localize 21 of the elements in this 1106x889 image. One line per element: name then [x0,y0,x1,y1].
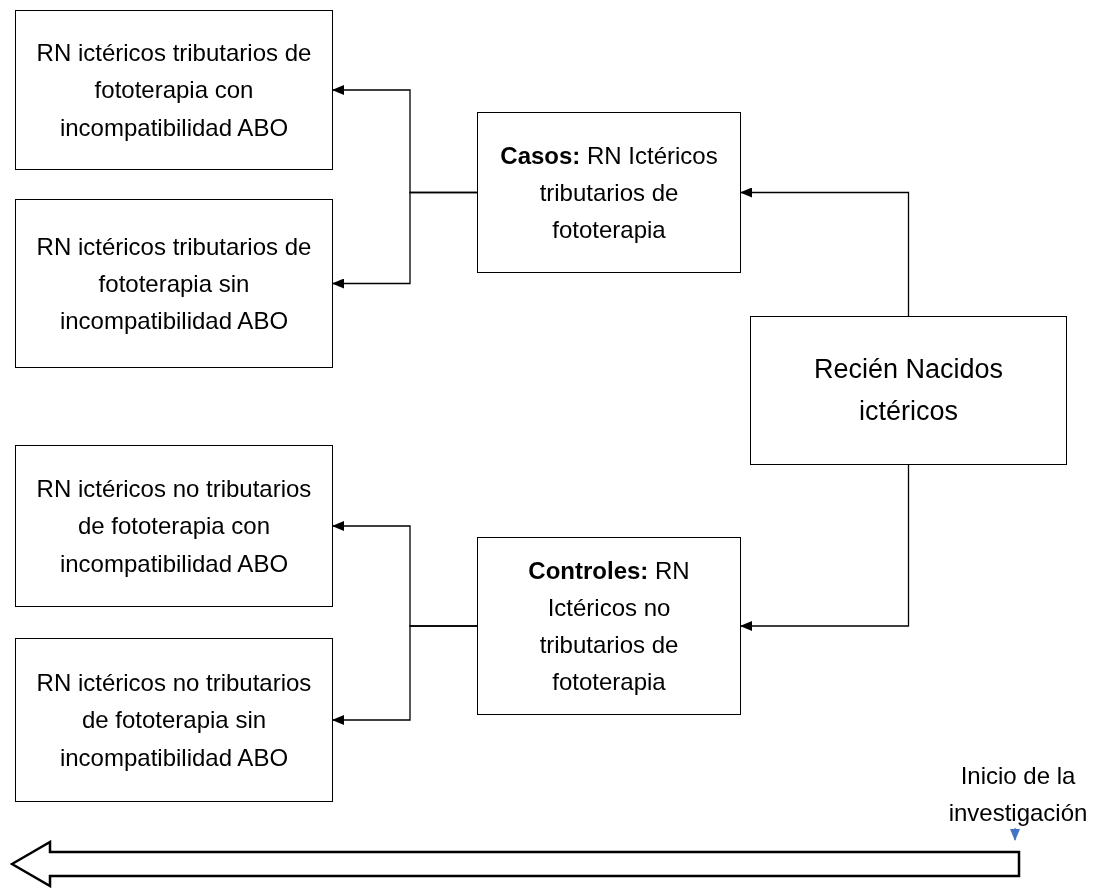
box-text: Casos: RN Ictéricos tributarios de fototerapia [499,140,719,246]
process-box [477,537,741,715]
box-text: RN ictéricos no tributarios de fototerapia sin incompatibilidad ABO [35,668,313,773]
timeline-arrow [10,840,1022,888]
leader-line [1010,827,1020,841]
process-box [15,10,333,170]
arrow [740,187,910,317]
arrow [740,464,910,631]
process-box [15,199,333,368]
arrow [332,625,478,725]
process-box [15,638,333,802]
box-text: RN ictéricos tributarios de fototerapia con incompatibilidad ABO [35,38,313,143]
process-box [477,112,741,273]
box-text: RN ictéricos tributarios de fototerapia sin incompatibilidad ABO [35,231,313,337]
annotation-text: Inicio de la investigación [947,760,1089,828]
box-text: RN ictéricos no tributarios de fototerapia con incompatibilidad ABO [35,474,313,579]
process-box [15,445,333,607]
process-box [750,316,1067,465]
arrow [332,191,478,289]
box-text: Controles: RN Ictéricos no tributarios de fototerapia [527,555,691,698]
box-text: Recién Nacidos ictéricos [812,352,1005,428]
